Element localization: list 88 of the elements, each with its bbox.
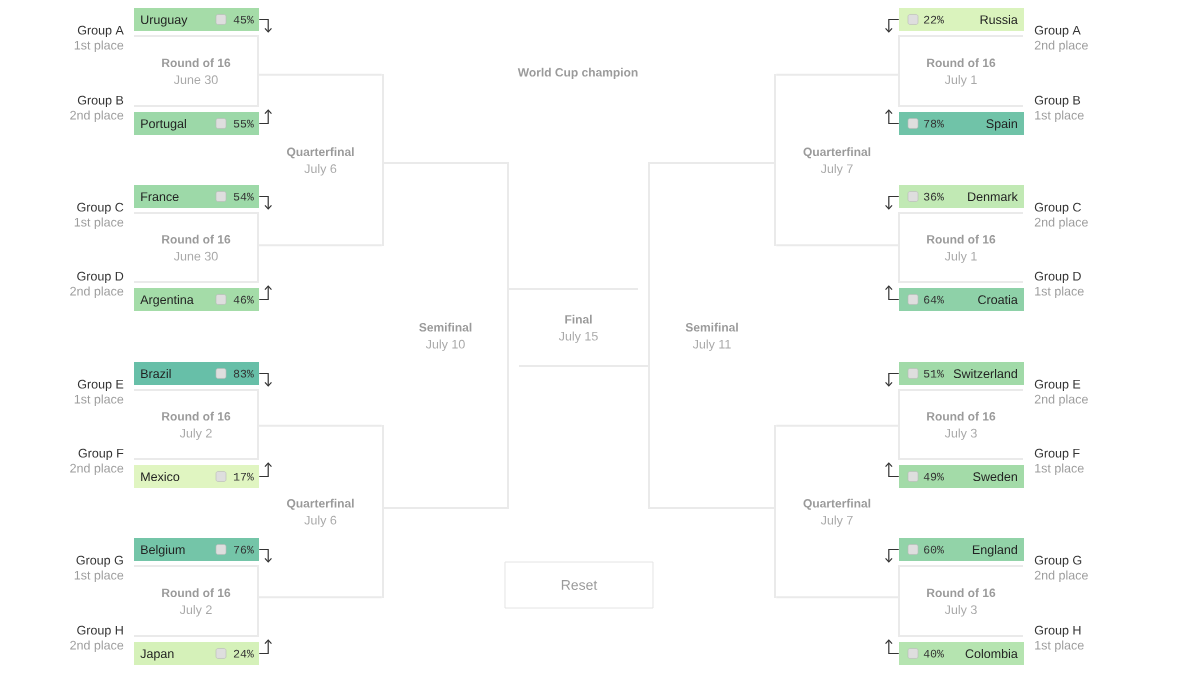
group-label: Group D [1034,271,1081,284]
group-label: Group H [77,625,123,638]
arrow [884,285,900,301]
team-box: Belgium 76% [134,538,259,561]
round-name: Quarterfinal [287,498,354,510]
reset-button: Reset [504,561,654,609]
round-date: July 15 [558,331,598,344]
round-name: Round of 16 [927,588,996,598]
arrow [258,18,273,33]
group-label: Group E [1034,379,1081,392]
round-date: July 7 [820,163,853,176]
place-label: 2nd place [70,110,124,123]
round-date: July 2 [179,428,212,441]
group-label: Group E [77,379,124,392]
group-label: Group C [77,202,124,215]
arrow [884,548,900,563]
place-label: 1st place [74,394,124,407]
place-label: 1st place [74,40,124,53]
arrow [258,462,273,478]
group-label: Group B [1034,95,1081,108]
team-box: Argentina 46% [134,288,259,311]
place-label: 1st place [74,217,124,230]
place-label: 2nd place [1034,217,1088,230]
round-date: July 2 [179,604,212,617]
round-name: Round of 16 [162,411,231,421]
arrow [258,548,273,563]
round-name: Round of 16 [927,234,996,244]
arrow [258,109,273,125]
round-name: Round of 16 [927,411,996,421]
heading-label: World Cup champion [517,67,638,79]
round-name: Round of 16 [927,58,996,68]
arrow [258,195,273,210]
group-label: Group A [1034,25,1081,38]
round-date: July 6 [304,515,337,528]
place-label: 1st place [1035,463,1084,476]
round-date: July 1 [944,74,977,87]
arrow [258,285,273,301]
team-box: France 54% [134,185,259,208]
arrow [884,462,900,478]
team-box: Portugal 55% [134,112,259,135]
round-date: July 3 [944,428,977,441]
place-label: 2nd place [70,286,124,299]
round-date: July 3 [944,604,977,617]
place-label: 2nd place [1034,40,1088,53]
place-label: 1st place [1035,640,1084,653]
round-name: Final [565,314,592,324]
place-label: 2nd place [1034,394,1088,407]
round-name: Round of 16 [162,58,231,68]
round-name: Round of 16 [162,588,231,598]
team-box: Mexico 17% [134,465,259,488]
round-name: Round of 16 [162,234,231,244]
group-label: Group G [1034,555,1082,568]
arrow [884,372,900,387]
group-label: Group B [77,95,124,108]
team-box: Uruguay 45% [134,8,259,31]
arrow [884,109,900,125]
team-box: Japan 24% [134,642,259,665]
group-label: Group F [1034,448,1080,461]
place-label: 2nd place [1034,570,1088,583]
round-date: July 10 [425,339,465,352]
round-date: July 7 [820,515,853,528]
place-label: 2nd place [70,640,124,653]
arrow [884,639,900,655]
arrow [258,372,273,387]
round-date: June 30 [173,251,218,261]
round-name: Quarterfinal [803,147,871,159]
group-label: Group H [1034,625,1081,638]
arrow [884,18,900,33]
arrow [884,195,900,210]
group-label: Group A [77,25,124,38]
round-name: Semifinal [685,322,738,332]
round-date: June 30 [173,75,218,85]
group-label: Group G [76,555,123,568]
place-label: 2nd place [70,463,124,476]
group-label: Group D [77,271,124,284]
round-date: July 1 [944,251,977,264]
place-label: 1st place [74,570,124,583]
group-label: Group F [78,448,124,461]
round-date: July 6 [304,163,337,176]
round-name: Semifinal [419,322,472,332]
group-label: Group C [1034,202,1081,215]
round-date: July 11 [692,339,731,352]
round-name: Quarterfinal [287,147,354,159]
round-name: Quarterfinal [803,498,871,510]
place-label: 1st place [1035,110,1084,123]
team-box: Brazil 83% [134,362,259,385]
arrow [258,639,273,655]
place-label: 1st place [1035,286,1084,299]
